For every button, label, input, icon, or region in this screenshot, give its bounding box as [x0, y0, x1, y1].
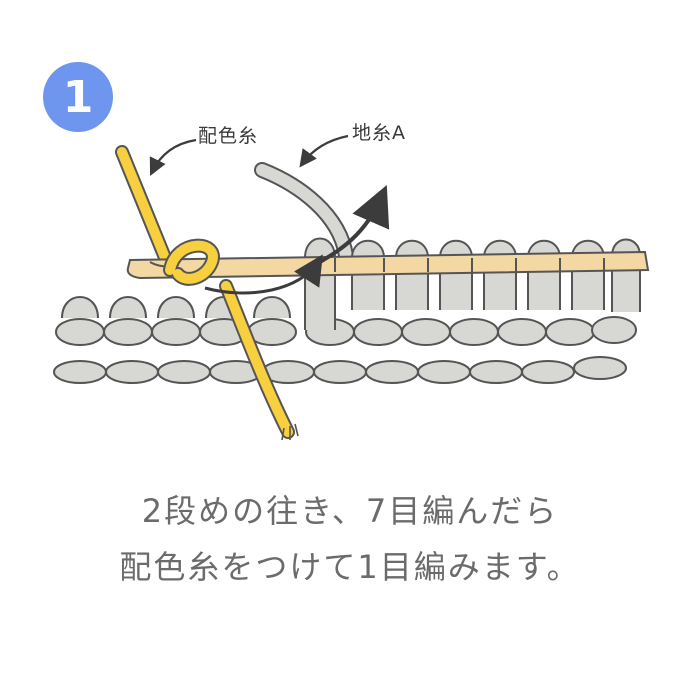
crochet-hook	[126, 250, 650, 280]
pull-through-arrow	[204, 254, 323, 295]
direction-arrow-icon	[318, 185, 390, 264]
contrast-yarn-pointer	[149, 138, 197, 176]
contrast-yarn-label: 配色糸	[198, 125, 259, 147]
main-yarn-label: 地糸A	[352, 122, 406, 144]
step-number-badge: 1	[43, 62, 113, 132]
caption-line-1: 2段めの往き、7目編んだら	[141, 492, 559, 530]
caption-line-2: 配色糸をつけて1目編みます。	[119, 548, 581, 586]
main-yarn-strand	[254, 162, 354, 264]
main-yarn-pointer	[299, 134, 349, 168]
knitted-fabric	[53, 296, 637, 384]
